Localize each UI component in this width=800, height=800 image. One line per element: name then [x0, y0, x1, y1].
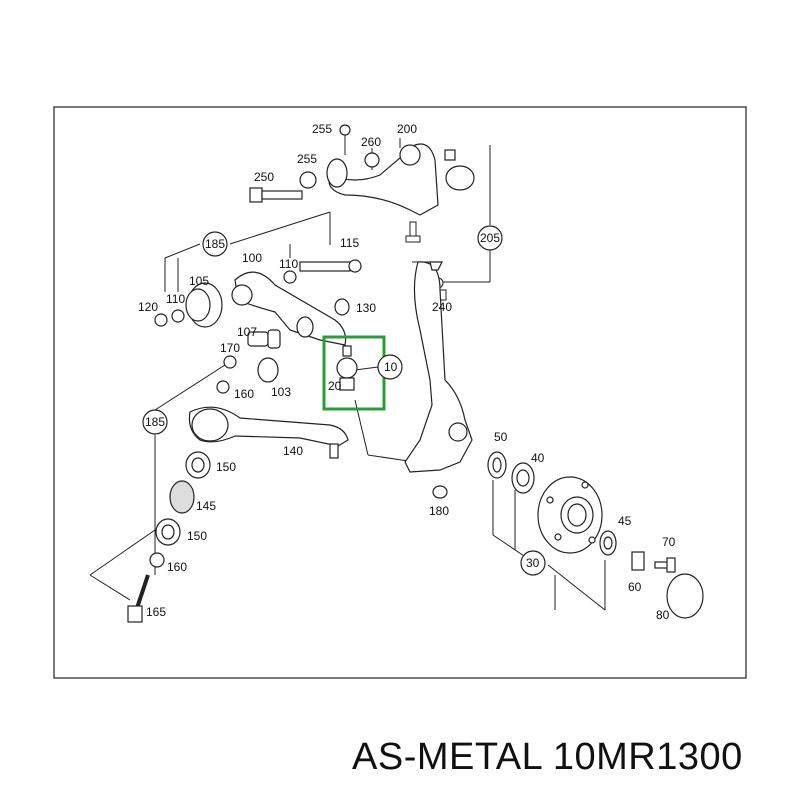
callout-185-left — [142, 409, 168, 435]
label-100: 100 — [242, 251, 262, 265]
label-205: 205 — [480, 231, 500, 245]
label-255-top: 255 — [312, 122, 332, 136]
part-number-caption: AS-METAL 10MR1300 — [352, 736, 743, 778]
diagram-frame — [53, 106, 747, 679]
callout-circles — [142, 225, 546, 576]
callout-30 — [520, 550, 546, 576]
ball-joint-20 — [336, 345, 358, 391]
label-103: 103 — [271, 385, 291, 399]
label-170: 170 — [220, 341, 240, 355]
label-160-bottom: 160 — [167, 560, 187, 574]
hub-assembly — [487, 451, 704, 619]
label-240: 240 — [432, 300, 452, 314]
label-165: 165 — [146, 605, 166, 619]
leader-lines — [89, 135, 606, 611]
label-50: 50 — [494, 430, 508, 444]
label-80: 80 — [656, 608, 670, 622]
callout-185-top — [202, 231, 228, 257]
label-145: 145 — [196, 499, 216, 513]
bushing-stack — [127, 451, 211, 623]
label-45: 45 — [618, 514, 632, 528]
label-130: 130 — [356, 301, 376, 315]
label-105: 105 — [189, 274, 209, 288]
lower-rear-arm — [188, 406, 349, 459]
label-110-top: 110 — [279, 257, 298, 271]
label-60: 60 — [628, 580, 642, 594]
label-140: 140 — [283, 444, 303, 458]
callout-205 — [477, 225, 503, 251]
label-260: 260 — [361, 135, 381, 149]
callout-10 — [377, 354, 403, 380]
lower-front-arm — [154, 259, 362, 346]
label-185-top: 185 — [205, 237, 225, 251]
label-40: 40 — [531, 451, 545, 465]
label-185-left: 185 — [145, 415, 165, 429]
label-250: 250 — [254, 170, 274, 184]
bolt-250 — [249, 124, 351, 203]
bushing-107 — [216, 329, 281, 394]
label-30: 30 — [526, 556, 540, 570]
label-180: 180 — [429, 504, 449, 518]
label-70: 70 — [662, 535, 676, 549]
label-120: 120 — [138, 300, 158, 314]
steering-knuckle — [404, 261, 473, 499]
label-160-top: 160 — [234, 387, 254, 401]
label-200: 200 — [397, 122, 417, 136]
label-150-top: 150 — [216, 460, 236, 474]
upper-control-arm — [326, 143, 475, 216]
label-255-mid: 255 — [297, 152, 317, 166]
label-115: 115 — [340, 236, 359, 250]
label-107: 107 — [237, 325, 257, 339]
label-20: 20 — [328, 379, 342, 393]
label-10: 10 — [384, 360, 398, 374]
label-150-bottom: 150 — [187, 529, 207, 543]
label-110-left: 110 — [166, 292, 185, 306]
